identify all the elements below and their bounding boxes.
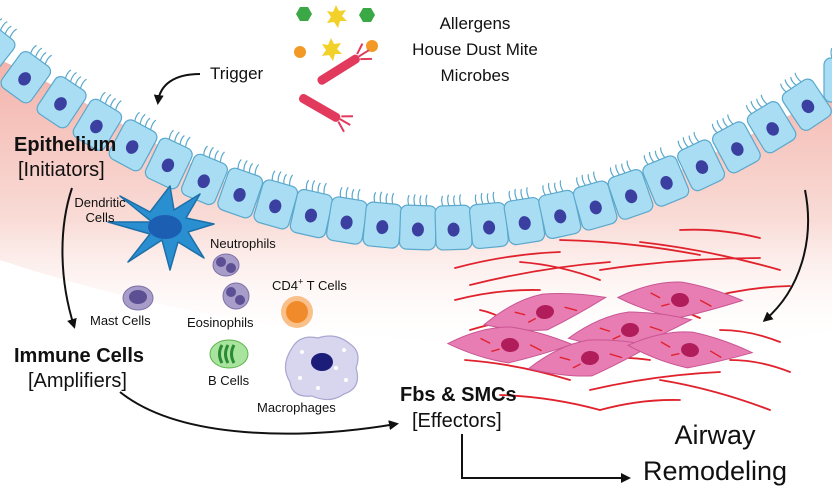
immune-cells-title: Immune Cells [14, 345, 145, 367]
epithelial-cell [745, 94, 797, 154]
epithelial-cell [823, 47, 832, 103]
epithelial-cell [780, 72, 832, 131]
fibroblast-cell [527, 339, 653, 377]
epithelial-cell [289, 179, 334, 239]
epithelial-cell [217, 159, 264, 219]
microbe-rod [298, 94, 354, 133]
neutrophil-cell [212, 253, 240, 277]
epithelium-role: [Initiators] [18, 159, 105, 181]
eosinophils-label: Eosinophils [187, 315, 254, 330]
allergen-star-yellow [327, 5, 347, 28]
epithelial-cell [180, 145, 229, 206]
epithelial-cell [362, 191, 403, 249]
epithelial-cell [642, 147, 690, 207]
collagen-fiber [519, 261, 601, 281]
macrophages-label: Macrophages [257, 400, 336, 415]
epithelium-to-immune-arrow [61, 187, 77, 329]
epithelial-cell [326, 186, 368, 245]
immune-cells-role: [Amplifiers] [28, 370, 127, 392]
dendritic-label: Dendritic Cells [74, 195, 126, 225]
allergen-particles [294, 5, 378, 61]
allergen-hexagon-green [359, 8, 375, 22]
cd4-t-cells-label: CD4+ T Cells [272, 276, 347, 293]
epithelial-cell [607, 160, 654, 220]
collagen-fiber [639, 241, 781, 271]
dendritic-cell [107, 185, 215, 271]
epithelial-cell [398, 194, 438, 251]
flow-arrows [61, 73, 809, 483]
epithelial-cell [253, 170, 299, 230]
mast-cell [122, 285, 154, 311]
epithelial-cell [108, 111, 158, 172]
outcome-line-2: Remodeling [642, 456, 788, 486]
collagen-fiber [659, 379, 771, 411]
macrophage-cell [284, 335, 359, 401]
epithelial-cell [503, 187, 546, 246]
immune-to-effector-arrow [119, 391, 399, 435]
trigger-microbes: Microbes [440, 66, 510, 85]
microbe-icons [298, 43, 372, 133]
trigger-house-dust-mite: House Dust Mite [412, 40, 538, 59]
fibroblast-cells [446, 281, 754, 377]
neutrophils-label: Neutrophils [210, 236, 276, 251]
collagen-fibers [454, 228, 791, 411]
microbe-rod [317, 43, 372, 85]
epithelial-cell [144, 129, 193, 190]
epithelial-cell [468, 191, 509, 250]
collagen-fiber [454, 251, 561, 269]
collagen-fiber [499, 394, 601, 411]
epithelial-cell [677, 132, 726, 192]
fibroblast-cell [616, 281, 744, 319]
epithelial-cell [72, 91, 123, 151]
epithelium-layer [0, 18, 832, 251]
submucosa-tissue [0, 60, 832, 354]
collagen-fiber [599, 399, 681, 411]
collagen-fiber [559, 239, 701, 256]
collagen-fiber [599, 257, 761, 271]
trigger-allergens: Allergens [439, 14, 511, 33]
epithelial-cell [434, 194, 473, 251]
allergen-hexagon-green [296, 7, 312, 21]
collagen-fiber [464, 359, 571, 381]
fibroblast-cell [626, 331, 754, 369]
eosinophil-cell [222, 282, 250, 310]
b-cells-label: B Cells [208, 373, 250, 388]
allergen-star-yellow [322, 38, 342, 61]
epithelial-cell [0, 44, 52, 104]
epithelial-cell [36, 69, 87, 129]
collagen-fiber [589, 371, 721, 391]
collagen-fiber [469, 261, 611, 286]
trigger-arrow [153, 73, 201, 105]
epithelial-cell [538, 180, 582, 240]
mast-cells-label: Mast Cells [90, 313, 151, 328]
effector-to-outcome-arrow [461, 434, 631, 483]
trigger-label: Trigger [210, 64, 264, 83]
collagen-fiber [719, 329, 781, 343]
epithelium-title: Epithelium [14, 134, 117, 156]
effectors-title: Fbs & SMCs [400, 384, 517, 406]
epithelial-cell [0, 18, 18, 77]
fibroblast-cell [567, 311, 693, 349]
b-cell [209, 339, 249, 369]
cd4-t-cell [281, 296, 313, 328]
epithelial-cell [572, 171, 618, 231]
allergen-dot-orange [366, 40, 378, 52]
epithelium-to-effector-arrow [762, 189, 809, 322]
collagen-fiber [454, 289, 541, 301]
effectors-role: [Effectors] [412, 410, 502, 432]
collagen-fiber [729, 359, 791, 373]
epithelial-cell [711, 114, 761, 174]
allergen-dot-orange [294, 46, 306, 58]
collagen-fiber [679, 228, 761, 239]
outcome-line-1: Airway [674, 420, 756, 450]
